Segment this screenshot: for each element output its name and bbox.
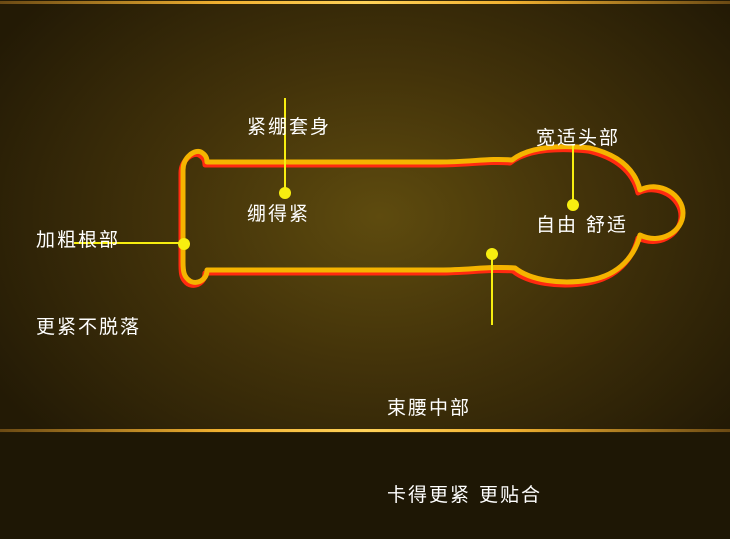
- top-gold-line: [0, 1, 730, 4]
- base-marker: [178, 238, 190, 250]
- background: [0, 0, 730, 433]
- body-label-desc: 绷得紧: [247, 203, 311, 225]
- head-label-desc: 自由 舒适: [536, 214, 629, 236]
- body-marker: [279, 187, 291, 199]
- head-label: 宽适头部 自由 舒适: [536, 66, 628, 269]
- waist-label: 束腰中部 卡得更紧 更贴合: [387, 336, 542, 539]
- body-label-title: 紧绷套身: [247, 116, 332, 138]
- outline: [180, 144, 686, 285]
- base-label-desc: 更紧不脱落: [36, 316, 142, 338]
- body-label: 紧绷套身 绷得紧: [247, 55, 331, 258]
- waist-label-desc: 卡得更紧 更贴合: [387, 484, 543, 506]
- waist-marker: [486, 248, 498, 260]
- bottom-gold-line: [0, 429, 730, 432]
- base-label: 加粗根部 更紧不脱落: [36, 168, 141, 371]
- head-label-title: 宽适头部: [536, 127, 621, 149]
- base-label-title: 加粗根部: [36, 229, 121, 251]
- head-marker: [567, 199, 579, 211]
- waist-label-title: 束腰中部: [387, 397, 472, 419]
- product-outline-diagram: [74, 98, 686, 325]
